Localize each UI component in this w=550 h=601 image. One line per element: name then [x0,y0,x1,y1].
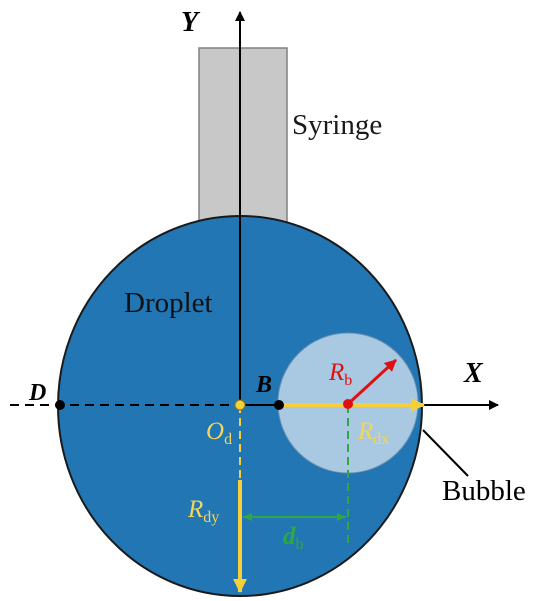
rdy-label-main: R [187,496,203,523]
point-d-label: D [28,380,46,406]
syringe [198,47,288,233]
point-b-dot [274,400,284,410]
rb-arrow [346,358,398,406]
droplet-label: Droplet [124,287,213,319]
origin-dot [234,399,246,411]
origin-label-main: O [206,418,224,445]
bubble-center-dot [343,399,353,409]
rdy-label-sub: dy [203,509,219,526]
rdx-label-sub: dx [373,431,389,448]
syringe-label: Syringe [292,109,382,141]
bubble-label: Bubble [442,475,526,507]
origin-label: Od [206,418,232,448]
db-label-sub: b [296,536,304,553]
x-axis-label: X [463,358,484,389]
db-label-main: d [283,523,296,550]
rdx-label: Rdx [357,418,389,448]
rdy-label: Rdy [187,496,219,526]
point-d-dot [55,400,65,410]
y-axis-label: Y [181,7,201,38]
bubble-leader-line [422,429,469,477]
rb-label-sub: b [344,372,352,389]
rb-label-main: R [328,359,344,386]
rdx-label-main: R [357,418,373,445]
origin-label-sub: d [224,431,232,448]
point-b-label: B [255,372,272,398]
rb-label: Rb [328,359,352,389]
db-label: db [283,523,304,553]
